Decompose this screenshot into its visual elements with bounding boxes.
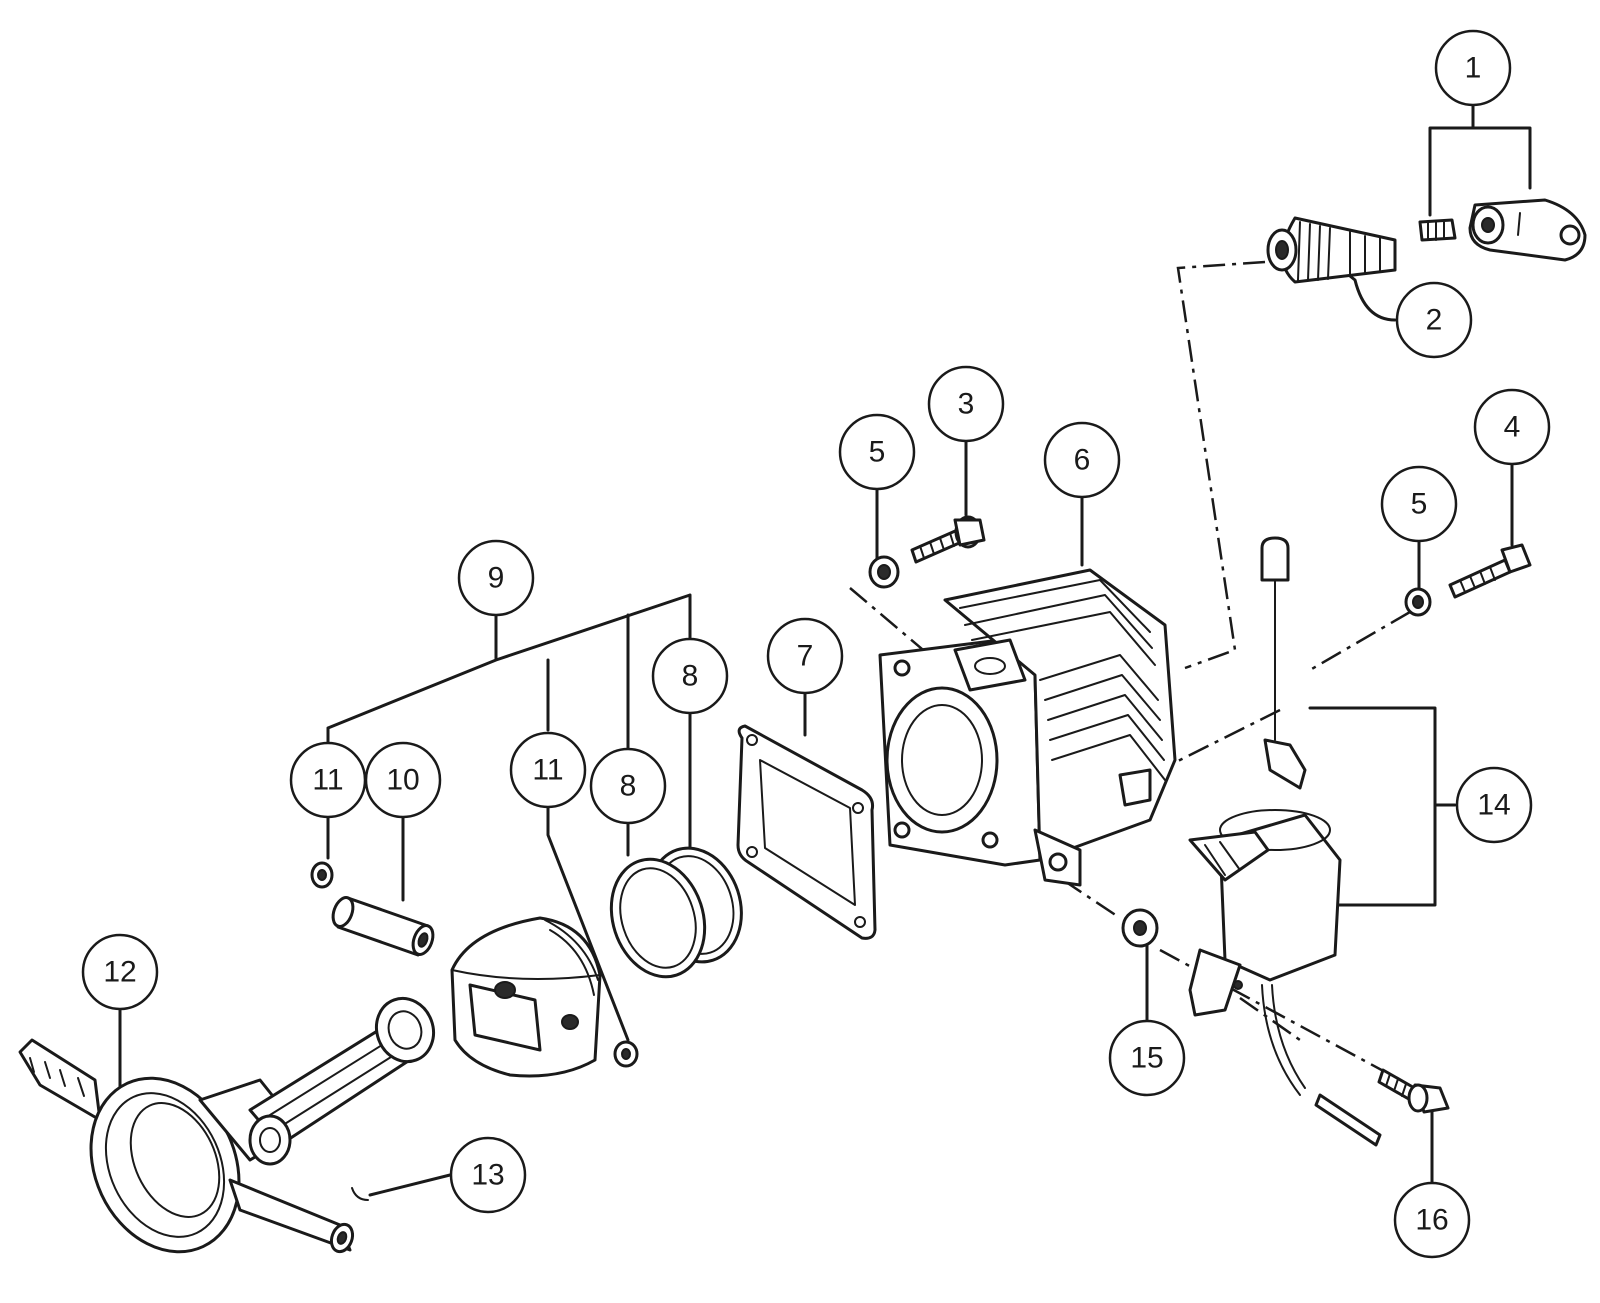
spark-plug-cap-part	[1418, 198, 1587, 262]
callout-circle	[81, 933, 159, 1011]
callout-circle	[589, 747, 667, 825]
callout-c9: 9	[457, 539, 535, 617]
callout-c5a: 5	[838, 413, 916, 491]
callout-circle	[457, 539, 535, 617]
callout-label: 2	[1426, 304, 1443, 337]
callout-circle	[838, 413, 916, 491]
circlip-part-11a	[310, 861, 334, 889]
callout-c11a: 11	[289, 741, 367, 819]
callout-c2: 2	[1395, 281, 1473, 359]
callout-c7: 7	[766, 617, 844, 695]
callout-label: 13	[471, 1159, 504, 1192]
callout-c8b: 8	[589, 747, 667, 825]
callout-circle	[509, 731, 587, 809]
washer-part-5b	[1404, 587, 1432, 617]
woodruff-key-part	[351, 1187, 369, 1201]
leader-lines	[118, 98, 1532, 1197]
callout-label: 6	[1074, 444, 1091, 477]
callout-label: 11	[532, 754, 563, 787]
callout-label: 16	[1415, 1204, 1448, 1237]
callout-circle	[1455, 766, 1533, 844]
gasket-part	[736, 724, 877, 940]
callout-c3: 3	[927, 365, 1005, 443]
callout-c4: 4	[1473, 388, 1551, 466]
spark-plug-part	[1266, 216, 1397, 284]
callout-c13: 13	[449, 1136, 527, 1214]
callout-c8a: 8	[651, 637, 729, 715]
callout-circle	[1434, 29, 1512, 107]
callout-c6: 6	[1043, 421, 1121, 499]
callout-circle	[1395, 281, 1473, 359]
callout-label: 5	[869, 436, 886, 469]
callout-label: 1	[1465, 52, 1482, 85]
piston-ring-part-8b	[609, 857, 707, 979]
callout-label: 8	[620, 770, 637, 803]
callout-circle	[1043, 421, 1121, 499]
callout-circle	[289, 741, 367, 819]
callout-label: 9	[488, 562, 505, 595]
callout-circle	[766, 617, 844, 695]
callout-circle	[1380, 465, 1458, 543]
circlip-part-11b	[613, 1040, 639, 1068]
callout-circle	[651, 637, 729, 715]
callout-label: 3	[958, 388, 975, 421]
callout-c11b: 11	[509, 731, 587, 809]
callout-c12: 12	[81, 933, 159, 1011]
callout-c14: 14	[1455, 766, 1533, 844]
callout-circle	[1473, 388, 1551, 466]
bolt-part-16	[1377, 1068, 1450, 1114]
callout-circle	[927, 365, 1005, 443]
washer-part-15	[1121, 908, 1159, 948]
callout-label: 4	[1504, 411, 1521, 444]
callout-c10: 10	[364, 741, 442, 819]
callout-label: 8	[682, 660, 699, 693]
cylinder-part	[878, 568, 1177, 887]
washer-part-5a	[868, 555, 900, 589]
callout-label: 15	[1130, 1042, 1163, 1075]
callout-c15: 15	[1108, 1019, 1186, 1097]
callout-c16: 16	[1393, 1181, 1471, 1259]
callout-label: 7	[797, 640, 814, 673]
crankshaft-part	[18, 996, 435, 1254]
callout-label: 14	[1477, 789, 1510, 822]
callout-circle	[449, 1136, 527, 1214]
piston-part	[450, 916, 602, 1078]
bolt-part-4	[1448, 543, 1532, 599]
callout-c1: 1	[1434, 29, 1512, 107]
callout-label: 10	[386, 764, 419, 797]
ignition-coil-part	[1188, 536, 1382, 1147]
callout-circle	[1108, 1019, 1186, 1097]
piston-pin-part	[331, 896, 435, 957]
callout-label: 12	[103, 956, 136, 989]
bolt-part-3	[910, 515, 986, 564]
callout-label: 11	[312, 764, 343, 797]
callout-label: 5	[1411, 488, 1428, 521]
callout-c5b: 5	[1380, 465, 1458, 543]
callout-circle	[1393, 1181, 1471, 1259]
